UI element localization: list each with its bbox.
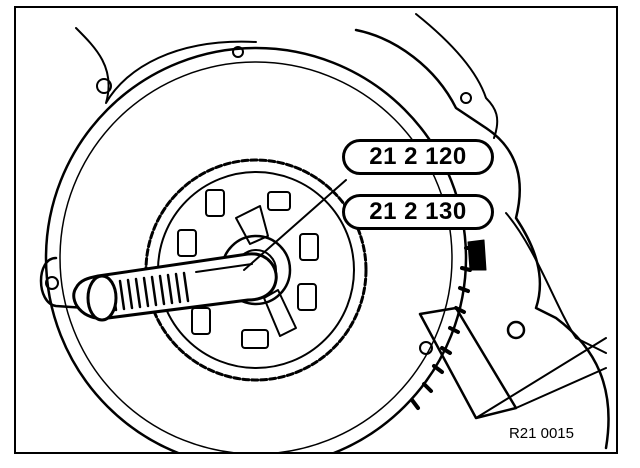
flywheel-inner-rim (59, 61, 453, 452)
clutch-centering-illustration (39, 13, 610, 452)
housing-flange (415, 13, 499, 139)
figure-reference-label: R21 0015 (508, 425, 574, 442)
ring-gear-block (467, 239, 487, 271)
diaphragm-finger-top (235, 205, 269, 245)
tool-number-callout-2: 21 2 130 (342, 194, 494, 230)
bracket-rib (475, 337, 607, 419)
engine-housing-outline (354, 28, 610, 450)
lug-bolt (45, 276, 59, 290)
tool-number-callout-1: 21 2 120 (342, 139, 494, 175)
housing-edge (505, 212, 607, 354)
centering-mandrel-tool (72, 252, 278, 322)
dowel-hole (96, 78, 112, 94)
damper-springs (177, 189, 319, 349)
housing-bolt-hole (506, 320, 526, 340)
bracket-bolt-hole (419, 341, 433, 355)
mandrel-end (86, 274, 118, 322)
diaphragm-finger-bottom (263, 289, 297, 337)
illustration-frame: 21 2 120 21 2 130 R21 0015 (14, 6, 618, 454)
upper-housing-edge (75, 27, 257, 104)
left-housing-lug (39, 256, 88, 310)
flywheel-outer-rim (44, 46, 468, 452)
callout-leader-line (243, 179, 347, 271)
flywheel-bolt-right (460, 92, 472, 104)
flywheel-bolt-top (232, 46, 244, 58)
